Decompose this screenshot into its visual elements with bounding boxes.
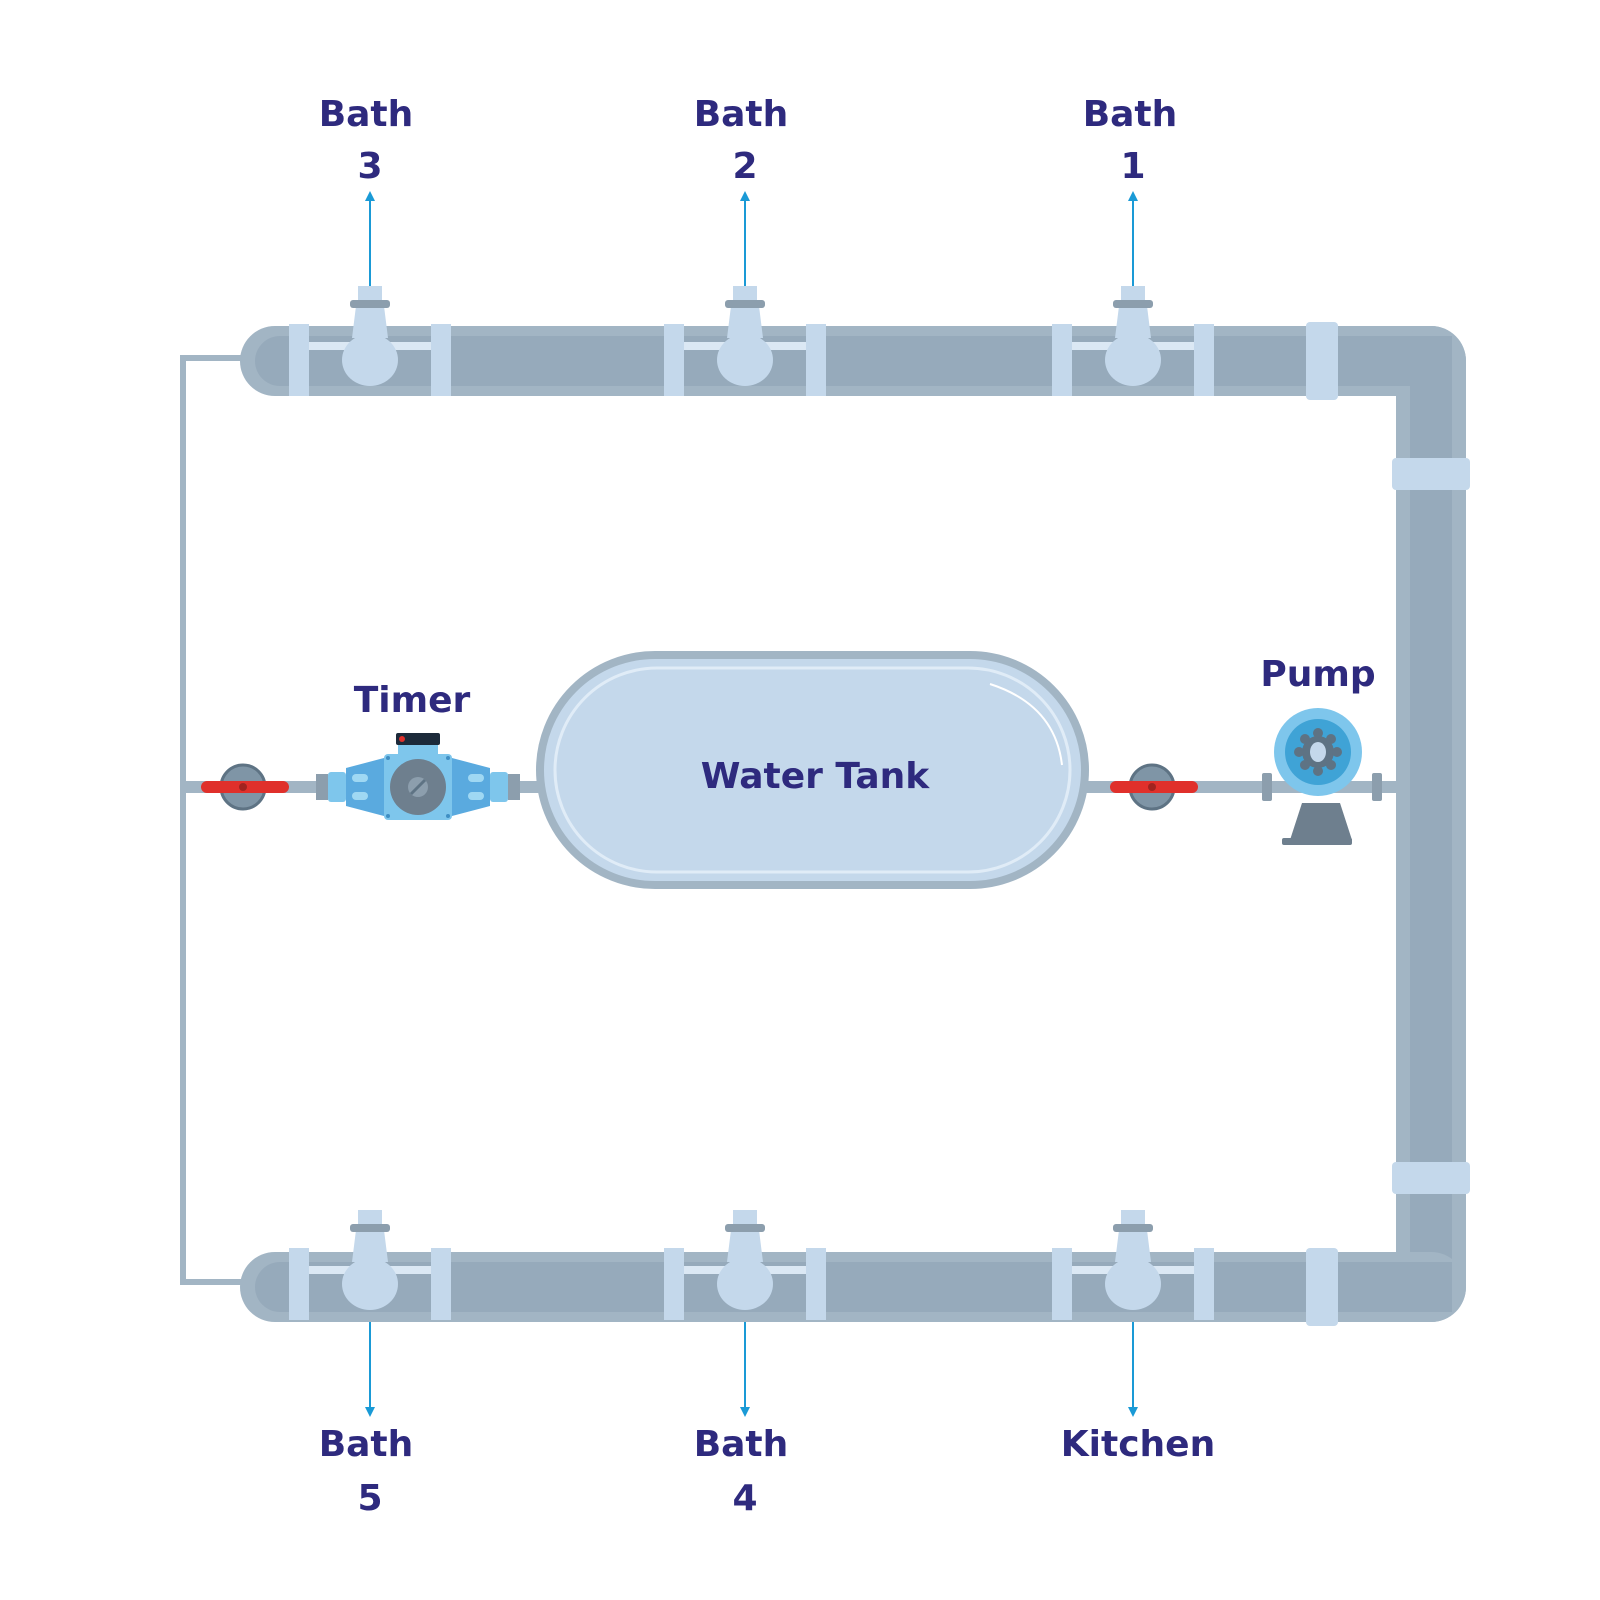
label-water-tank: Water Tank [701,756,930,797]
label-bath-2-line-2: 2 [732,146,757,187]
tee-valve-bath-4 [664,1210,826,1320]
water-tank [536,651,1089,889]
timer-device [316,733,520,820]
label-bath-4-line-1: Bath [694,1424,789,1465]
left-ball-valve [201,763,289,811]
label-bath-1-line-1: Bath [1083,94,1178,135]
tee-valve-kitchen [1052,1210,1214,1320]
label-pump: Pump [1260,654,1375,695]
label-bath-4-line-2: 4 [732,1478,757,1519]
tee-valve-bath-1 [1052,286,1214,396]
flow-arrows [365,191,1138,1417]
labels: Bath 3 Bath 2 Bath 1 Bath 5 Bath 4 Kitch… [319,94,1376,1519]
label-bath-2-line-1: Bath [694,94,789,135]
label-kitchen: Kitchen [1061,1424,1215,1465]
label-bath-3-line-1: Bath [319,94,414,135]
tee-valve-bath-2 [664,286,826,396]
label-timer: Timer [354,680,471,721]
label-bath-5-line-1: Bath [319,1424,414,1465]
label-bath-1-line-2: 1 [1120,146,1145,187]
label-bath-3-line-2: 3 [357,146,382,187]
tee-valve-bath-3 [289,286,451,396]
right-ball-valve [1110,763,1198,811]
label-bath-5-line-2: 5 [357,1478,382,1519]
return-line [180,355,243,1285]
pipe-couplings [1306,322,1470,1326]
tee-valve-bath-5 [289,1210,451,1320]
pump-device [1262,708,1382,845]
